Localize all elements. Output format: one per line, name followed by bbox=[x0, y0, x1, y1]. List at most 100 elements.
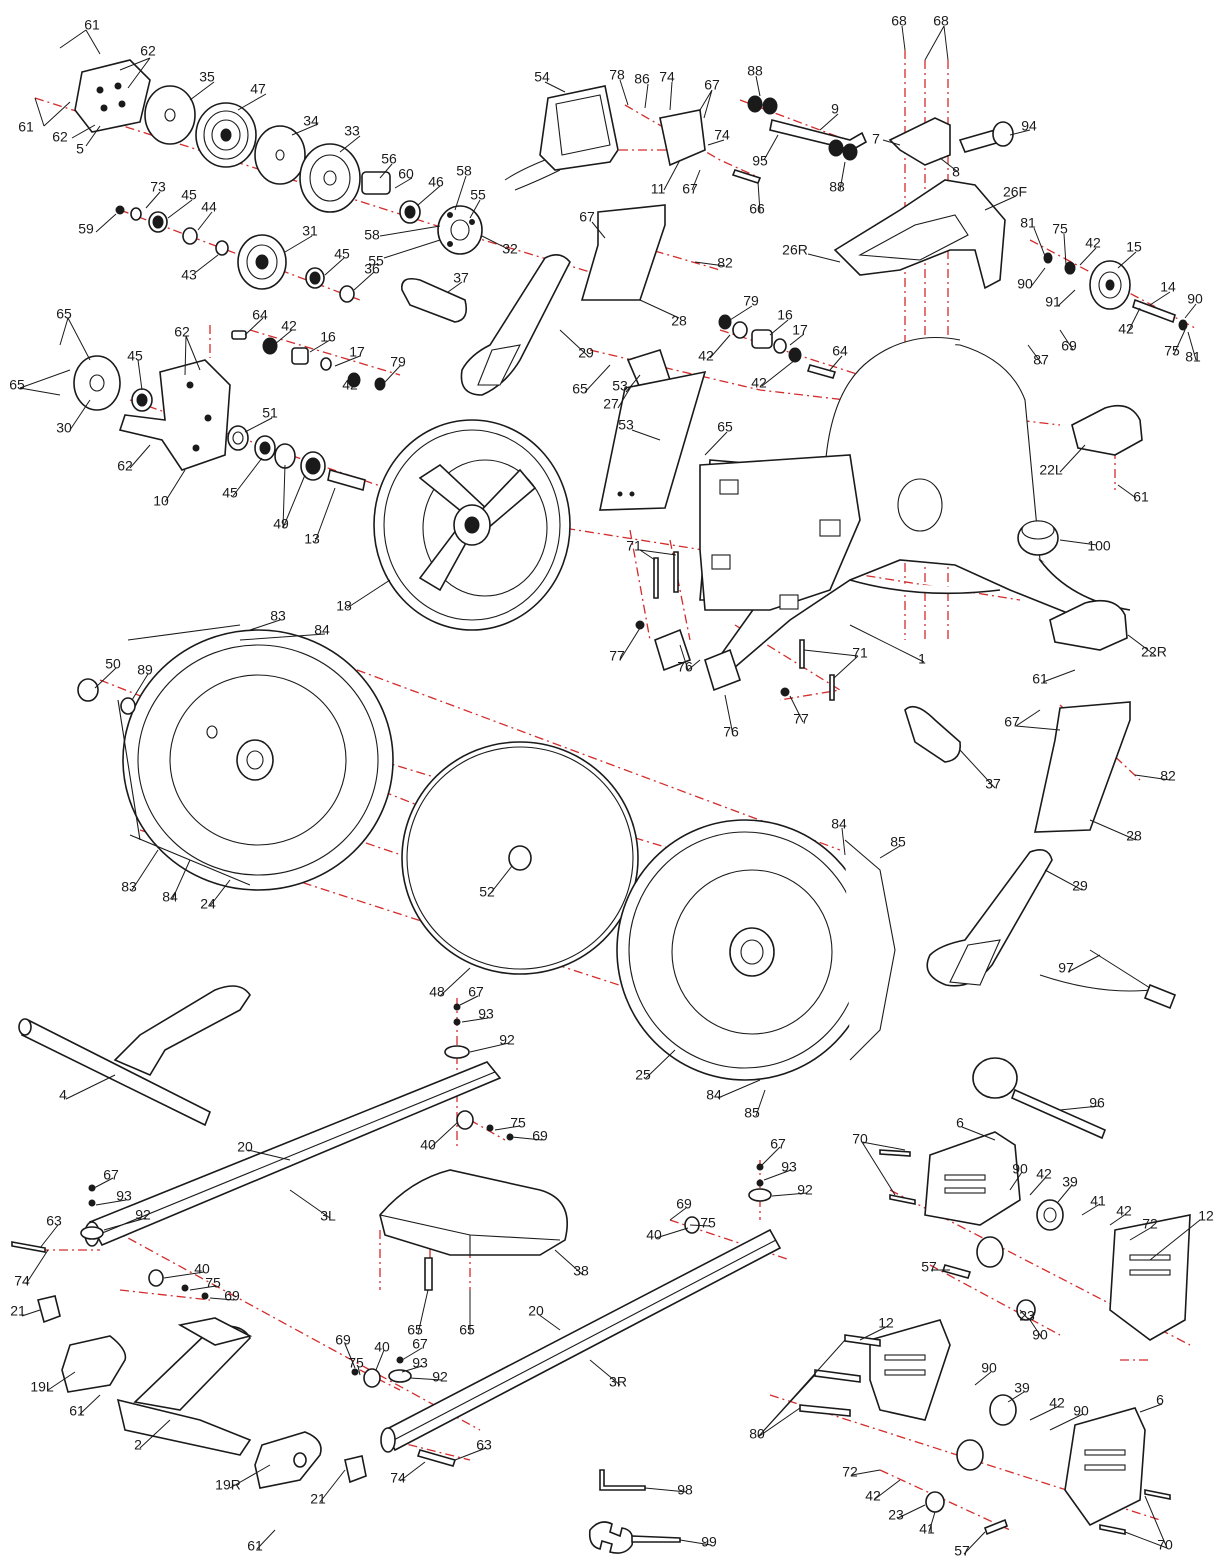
callout-54: 54 bbox=[534, 69, 550, 85]
callout-91: 91 bbox=[1045, 294, 1061, 310]
callout-42f: 42 bbox=[342, 377, 358, 393]
callout-17a: 17 bbox=[792, 322, 808, 338]
callout-74b: 74 bbox=[714, 127, 730, 143]
callout-23a: 23 bbox=[1019, 1308, 1035, 1324]
callout-28b: 28 bbox=[1126, 828, 1142, 844]
part-2-foot bbox=[116, 1317, 253, 1456]
callout-43: 43 bbox=[181, 267, 197, 283]
callout-37b: 37 bbox=[985, 776, 1001, 792]
callout-46: 46 bbox=[428, 174, 444, 190]
callout-84d: 84 bbox=[706, 1087, 722, 1103]
callout-31: 31 bbox=[302, 223, 318, 239]
callout-53a: 53 bbox=[612, 378, 628, 394]
callout-42g: 42 bbox=[1036, 1166, 1052, 1182]
callout-77b: 77 bbox=[793, 711, 809, 727]
callout-29b: 29 bbox=[1072, 878, 1088, 894]
callout-79a: 79 bbox=[743, 293, 759, 309]
callout-57b: 57 bbox=[954, 1543, 970, 1559]
callout-67a: 67 bbox=[704, 77, 720, 93]
callout-75a: 75 bbox=[1052, 221, 1068, 237]
callout-65f: 65 bbox=[459, 1322, 475, 1338]
callout-64a: 64 bbox=[832, 343, 848, 359]
callout-98: 98 bbox=[677, 1482, 693, 1498]
part-24-left-cover bbox=[117, 624, 394, 891]
callout-41b: 41 bbox=[919, 1521, 935, 1537]
callout-47: 47 bbox=[250, 81, 266, 97]
callout-42a: 42 bbox=[1085, 235, 1101, 251]
callout-23b: 23 bbox=[888, 1507, 904, 1523]
callout-84a: 84 bbox=[314, 622, 330, 638]
callout-72a: 72 bbox=[1142, 1216, 1158, 1232]
callout-45c: 45 bbox=[127, 348, 143, 364]
callout-62a: 62 bbox=[140, 43, 156, 59]
part-98-hex-key bbox=[599, 1469, 646, 1491]
callout-90c: 90 bbox=[1012, 1161, 1028, 1177]
callout-65e: 65 bbox=[407, 1322, 423, 1338]
callout-90b: 90 bbox=[1187, 291, 1203, 307]
callout-69d: 69 bbox=[676, 1196, 692, 1212]
callout-18: 18 bbox=[336, 598, 352, 614]
callout-100: 100 bbox=[1087, 538, 1111, 554]
callout-12b: 12 bbox=[878, 1315, 894, 1331]
parts bbox=[11, 59, 1191, 1554]
callout-42j: 42 bbox=[865, 1488, 881, 1504]
callout-67d: 67 bbox=[1004, 714, 1020, 730]
callout-76b: 76 bbox=[723, 724, 739, 740]
part-7-bracket bbox=[888, 117, 951, 166]
callout-87: 87 bbox=[1033, 352, 1049, 368]
callout-66: 66 bbox=[749, 201, 765, 217]
part-29-pedal bbox=[460, 254, 571, 396]
callout-89: 89 bbox=[137, 662, 153, 678]
callout-39a: 39 bbox=[1062, 1174, 1078, 1190]
part-37-clip bbox=[401, 277, 468, 323]
callout-95: 95 bbox=[752, 153, 768, 169]
callout-3R: 3R bbox=[609, 1374, 627, 1390]
callout-1: 1 bbox=[918, 651, 926, 667]
callout-75f: 75 bbox=[348, 1355, 364, 1371]
callout-96: 96 bbox=[1089, 1095, 1105, 1111]
callout-2: 2 bbox=[134, 1437, 142, 1453]
part-12-bracket bbox=[1109, 1214, 1191, 1341]
part-21-cap bbox=[37, 1295, 61, 1324]
callout-8: 8 bbox=[952, 164, 960, 180]
part-53-plate bbox=[599, 370, 707, 511]
callout-71b: 71 bbox=[852, 645, 868, 661]
callout-40b: 40 bbox=[194, 1261, 210, 1277]
part-25-right-flywheel bbox=[616, 819, 896, 1081]
callout-29a: 29 bbox=[578, 345, 594, 361]
callout-53b: 53 bbox=[618, 417, 634, 433]
part-6-bracket-bottom bbox=[1064, 1407, 1146, 1527]
callout-92a: 92 bbox=[499, 1032, 515, 1048]
part-38-seat bbox=[379, 1169, 569, 1256]
part-5-plate bbox=[74, 59, 151, 133]
callout-69c: 69 bbox=[224, 1288, 240, 1304]
callout-67e: 67 bbox=[468, 984, 484, 1000]
callout-61c: 61 bbox=[1133, 489, 1149, 505]
callout-92b: 92 bbox=[797, 1182, 813, 1198]
callout-90f: 90 bbox=[1073, 1403, 1089, 1419]
part-22R-cap bbox=[1049, 599, 1128, 651]
callout-39b: 39 bbox=[1014, 1380, 1030, 1396]
callout-17b: 17 bbox=[349, 344, 365, 360]
callout-58a: 58 bbox=[456, 163, 472, 179]
callout-16a: 16 bbox=[777, 307, 793, 323]
callout-68a: 68 bbox=[891, 13, 907, 29]
callout-21a: 21 bbox=[10, 1303, 26, 1319]
part-18-drive-pulley bbox=[373, 419, 571, 631]
callout-21b: 21 bbox=[310, 1491, 326, 1507]
callout-42d: 42 bbox=[751, 375, 767, 391]
part-96-tool bbox=[972, 1057, 1107, 1140]
callout-83b: 83 bbox=[121, 879, 137, 895]
callout-42e: 42 bbox=[281, 318, 297, 334]
callout-37a: 37 bbox=[453, 270, 469, 286]
callout-22L: 22L bbox=[1039, 462, 1063, 478]
callout-97: 97 bbox=[1058, 960, 1074, 976]
callout-34: 34 bbox=[303, 113, 319, 129]
callout-93a: 93 bbox=[478, 1006, 494, 1022]
part-37-clip-right bbox=[904, 705, 962, 763]
callout-75e: 75 bbox=[700, 1215, 716, 1231]
callout-69a: 69 bbox=[1061, 338, 1077, 354]
callout-92d: 92 bbox=[432, 1369, 448, 1385]
